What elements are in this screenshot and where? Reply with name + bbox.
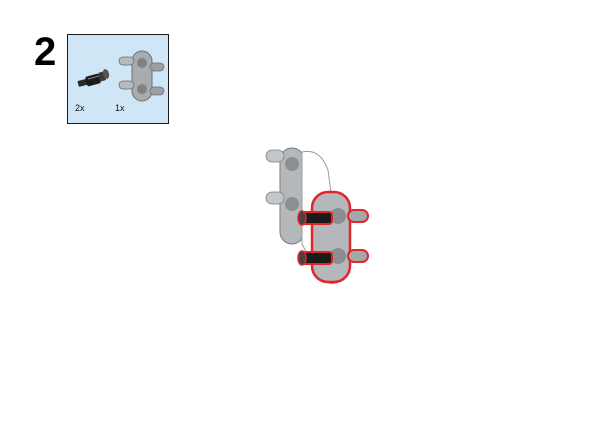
quantity-label: 2x xyxy=(75,103,85,113)
step-number: 2 xyxy=(34,30,57,74)
axle-pin-icon xyxy=(77,69,110,87)
pin-connector-icon xyxy=(118,50,165,102)
parts-list-callout xyxy=(67,34,169,124)
assembly-illustration xyxy=(250,140,390,295)
quantity-label: 1x xyxy=(115,103,125,113)
axle-pin-lower xyxy=(297,250,333,266)
axle-pin-upper xyxy=(297,210,333,226)
gray-connector-front xyxy=(310,190,369,284)
gray-connector-back xyxy=(265,147,305,245)
assembly-step-2-icon xyxy=(265,147,369,284)
